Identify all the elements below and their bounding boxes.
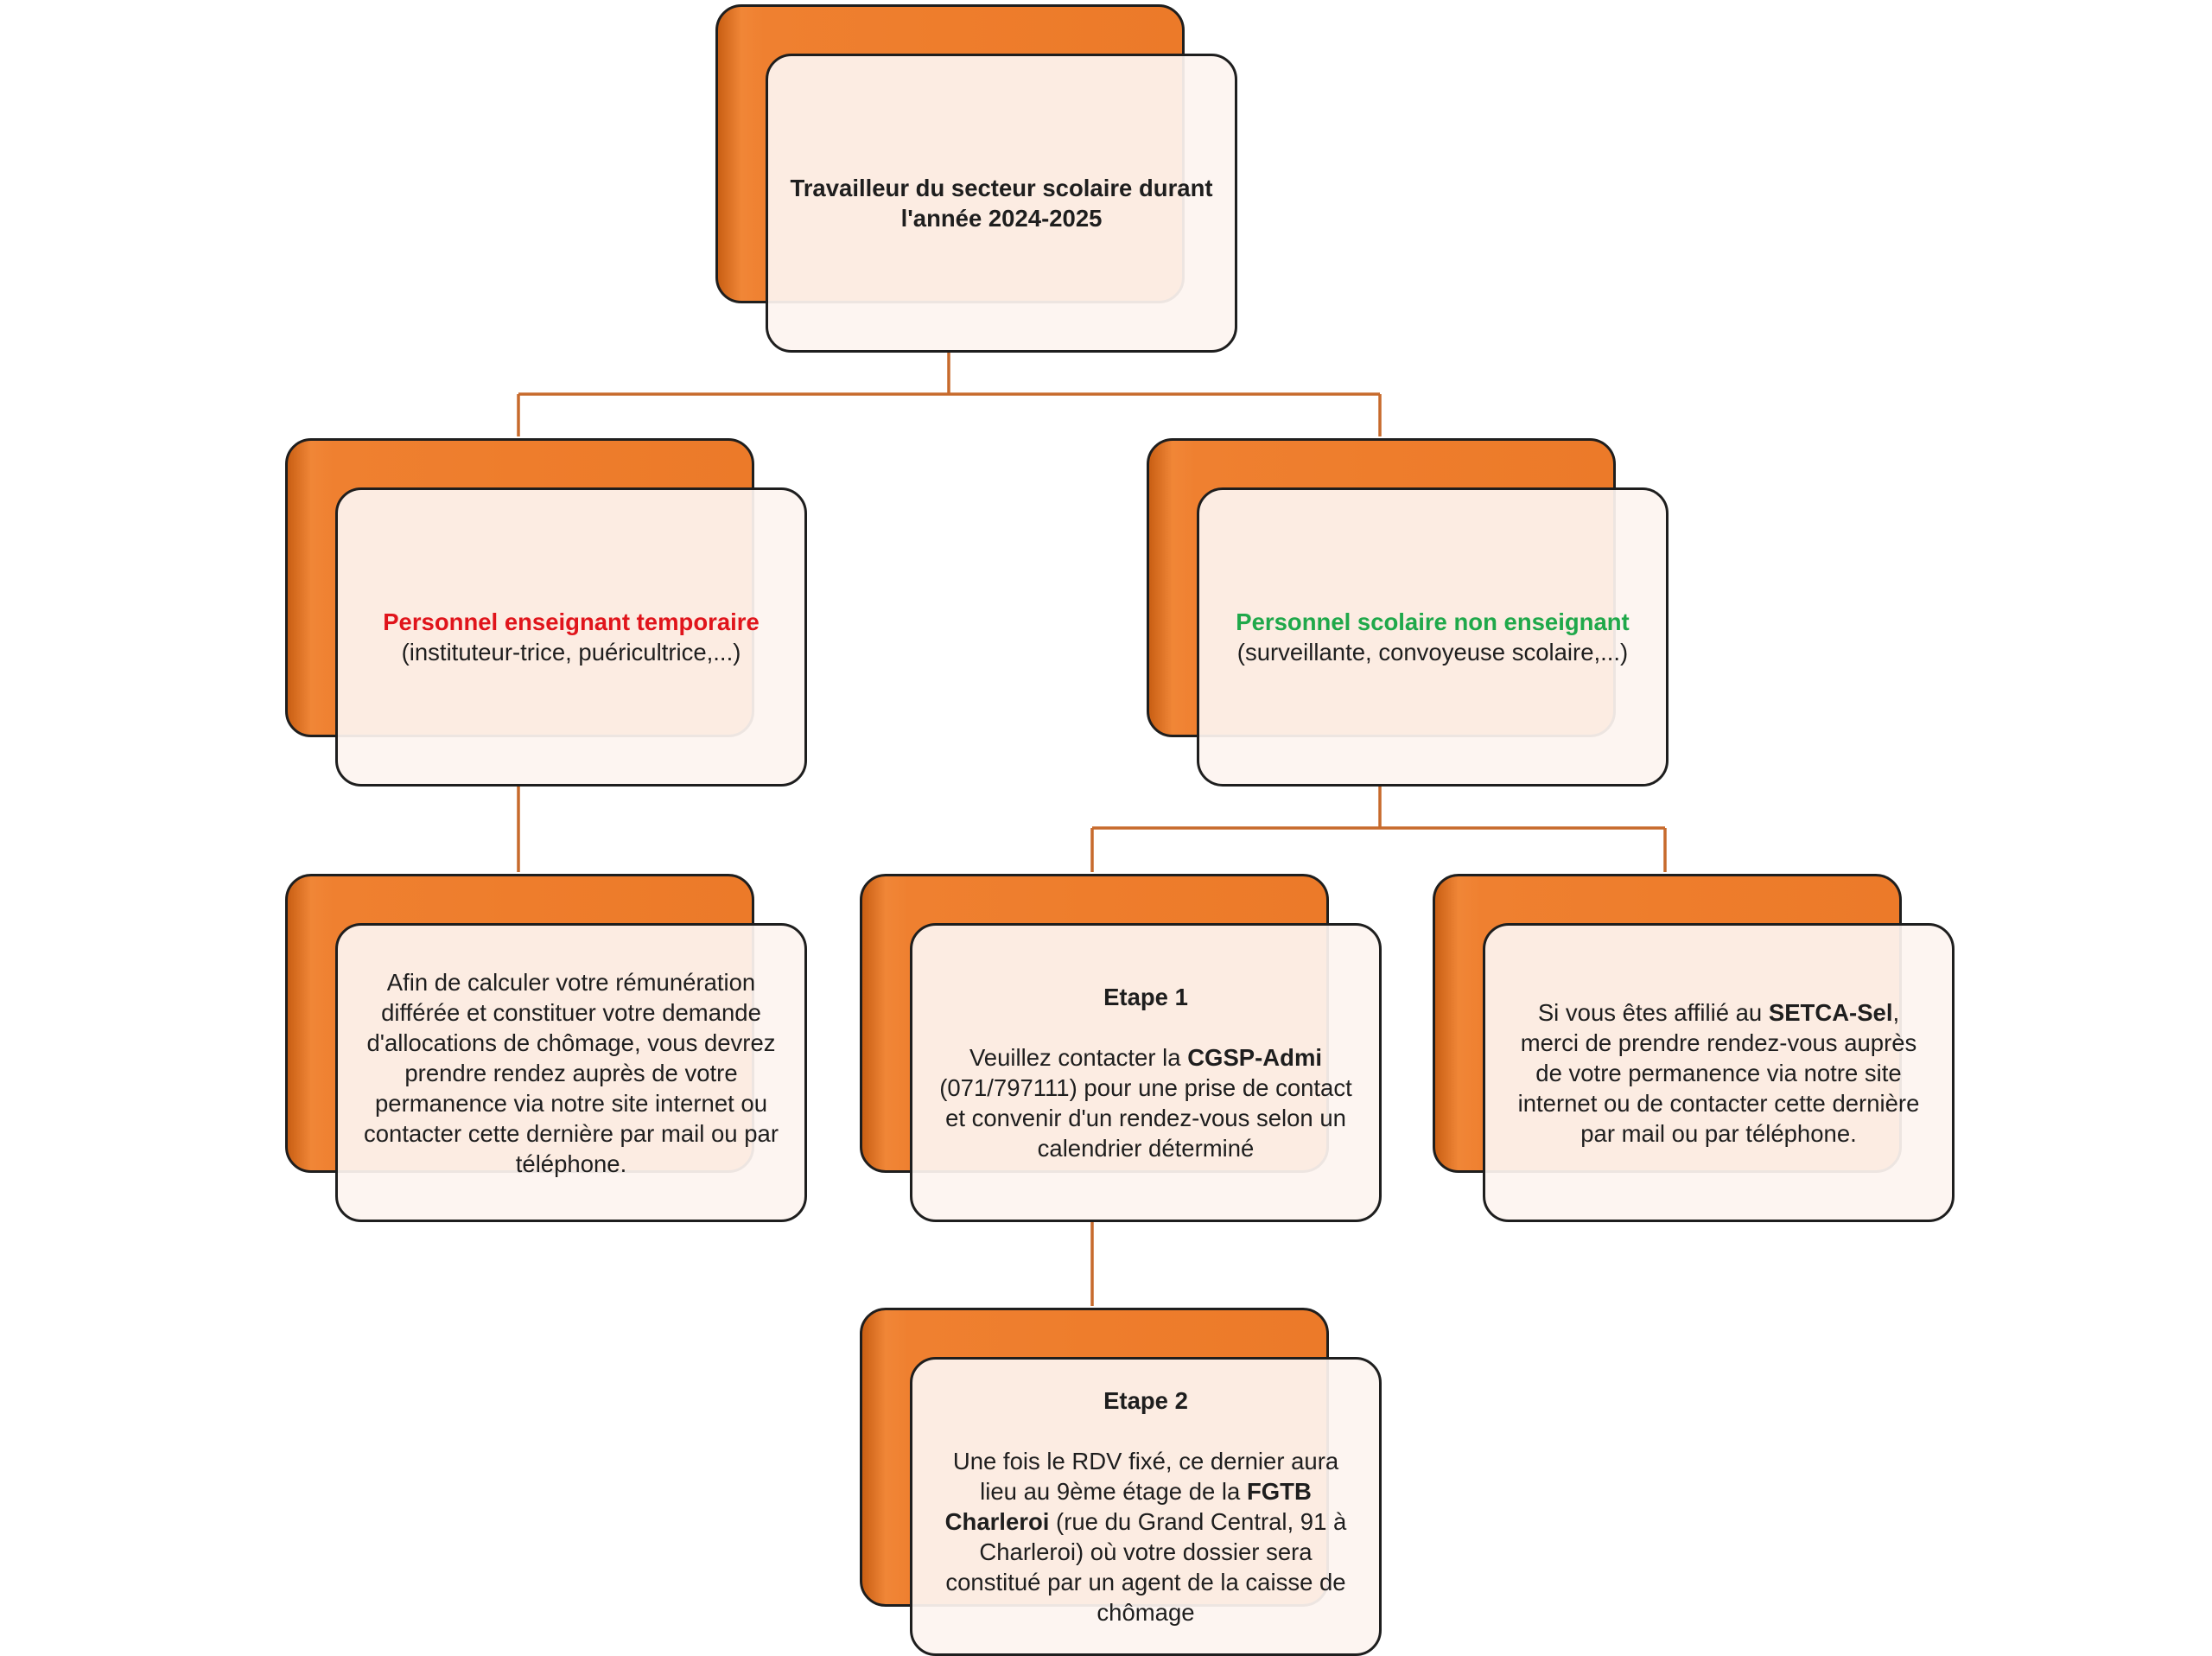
step-1-heading: Etape 1 [1103,984,1188,1010]
node-setca-face: Si vous êtes affilié au SETCA-Sel, merci… [1483,923,1955,1222]
node-teaching-staff: Personnel enseignant temporaire (institu… [285,438,810,787]
setca-org: SETCA-Sel [1768,998,1893,1026]
step-2-text: Une fois le RDV fixé, ce dernier aura li… [933,1446,1358,1627]
step-1-text: Veuillez contacter la CGSP-Admi (071/797… [933,1042,1358,1163]
teaching-subtitle: (instituteur-trice, puéricultrice,...) [401,639,741,666]
setca-text: Si vous êtes affilié au SETCA-Sel, merci… [1506,997,1931,1149]
non-teaching-title: Personnel scolaire non enseignant [1236,608,1630,635]
node-step-2: Etape 2 Une fois le RDV fixé, ce dernier… [860,1308,1385,1656]
node-teaching-face: Personnel enseignant temporaire (institu… [335,487,807,787]
step-2-text-before: Une fois le RDV fixé, ce dernier aura li… [952,1448,1339,1505]
node-root: Travailleur du secteur scolaire durant l… [715,4,1241,353]
node-non-teaching-face: Personnel scolaire non enseignant (surve… [1197,487,1669,787]
node-step-1-face: Etape 1 Veuillez contacter la CGSP-Admi … [910,923,1382,1222]
teaching-title: Personnel enseignant temporaire [383,608,760,635]
node-setca: Si vous êtes affilié au SETCA-Sel, merci… [1433,874,1958,1222]
non-teaching-subtitle: (surveillante, convoyeuse scolaire,...) [1236,639,1629,666]
node-teaching-info: Afin de calculer votre rémunération diff… [285,874,810,1222]
step-1-org: CGSP-Admi [1187,1044,1323,1071]
step-1-text-after: (071/797111) pour une prise de contact e… [939,1074,1352,1162]
setca-text-before: Si vous êtes affilié au [1537,998,1769,1026]
connector-root-to-categories [517,353,1382,436]
node-step-2-face: Etape 2 Une fois le RDV fixé, ce dernier… [910,1357,1382,1656]
step-1-text-before: Veuillez contacter la [969,1044,1188,1071]
node-teaching-info-face: Afin de calculer votre rémunération diff… [335,923,807,1222]
step-2-text-after: (rue du Grand Central, 91 à Charleroi) o… [945,1508,1347,1626]
teaching-info-text: Afin de calculer votre rémunération diff… [364,968,779,1177]
step-2-org: FGTB Charleroi [944,1478,1312,1535]
node-root-face: Travailleur du secteur scolaire durant l… [766,54,1237,353]
connector-non-teaching-to-children [1090,787,1667,872]
root-title: Travailleur du secteur scolaire durant l… [790,175,1213,232]
setca-text-after: , merci de prendre rendez-vous auprès de… [1517,998,1920,1147]
step-2-heading: Etape 2 [1103,1387,1188,1414]
node-non-teaching-staff: Personnel scolaire non enseignant (surve… [1147,438,1672,787]
node-step-1: Etape 1 Veuillez contacter la CGSP-Admi … [860,874,1385,1222]
